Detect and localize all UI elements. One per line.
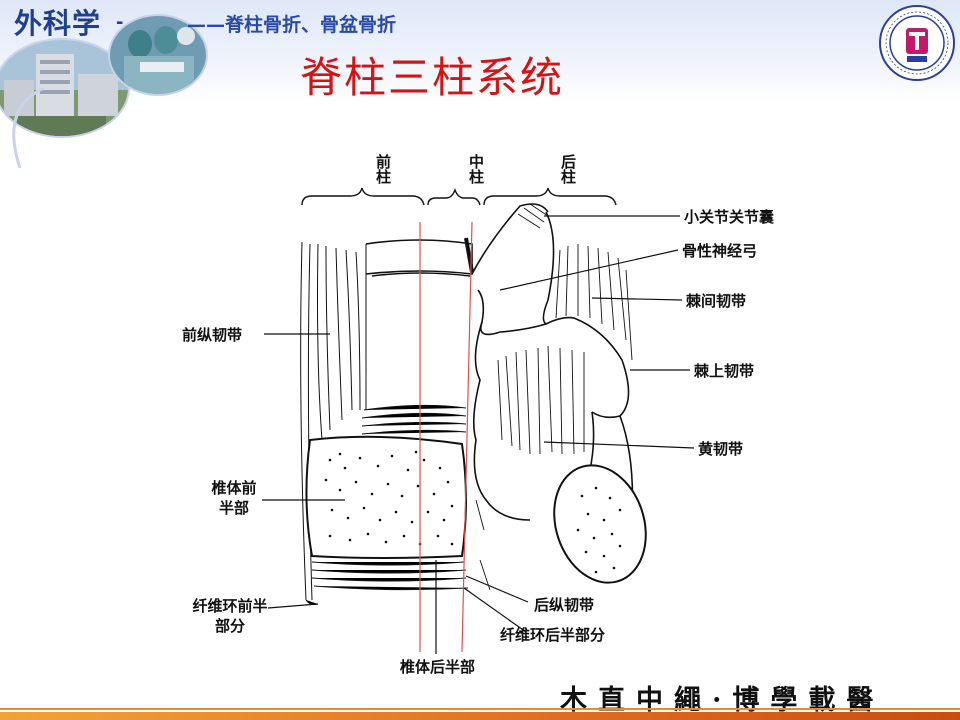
footer-line	[0, 708, 960, 710]
footer-bar	[0, 712, 960, 720]
chapter-subtitle: ——脊柱骨折、骨盆骨折	[187, 14, 397, 36]
label-annulus-anterior: 纤维环前半部分	[192, 597, 268, 635]
spinous-process	[553, 464, 647, 584]
upper-vertebral-body	[365, 237, 474, 277]
slide-title: 脊柱三柱系统	[300, 53, 565, 102]
leader-lines	[262, 215, 695, 654]
label-supraspinous-ligament: 棘上韧带	[694, 362, 755, 380]
decorative-arc	[12, 88, 44, 168]
lower-disc-lines	[305, 561, 469, 605]
column-brackets	[301, 187, 617, 206]
label-annulus-posterior: 纤维环后半部分	[500, 626, 606, 644]
university-motto: 木直中繩·博學載醫	[560, 685, 885, 716]
label-ligamentum-flavum: 黄韧带	[698, 440, 744, 458]
label-vertebral-body-anterior: 椎体前半部	[211, 479, 257, 517]
surgery-photo	[108, 14, 208, 96]
lower-vertebral-body	[305, 435, 467, 559]
column-boundary-lines	[419, 221, 473, 653]
label-posterior-longitudinal-ligament: 后纵韧带	[534, 596, 595, 614]
hospital-photo	[0, 38, 130, 138]
label-anterior-longitudinal-ligament: 前纵韧带	[182, 326, 243, 344]
university-seal-logo	[879, 5, 955, 81]
column-label-posterior: 后柱	[559, 154, 577, 184]
column-label-anterior: 前柱	[374, 154, 392, 184]
title-dash: -	[116, 12, 124, 33]
upper-disc-lines	[361, 404, 467, 435]
label-vertebral-body-posterior: 椎体后半部	[400, 658, 476, 676]
label-interspinous-ligament: 棘间韧带	[686, 292, 747, 310]
column-label-middle: 中柱	[467, 154, 485, 184]
label-facet-capsule: 小关节关节囊	[684, 208, 775, 226]
label-neural-arch: 骨性神经弓	[682, 242, 758, 260]
course-title: 外科学	[14, 7, 102, 40]
